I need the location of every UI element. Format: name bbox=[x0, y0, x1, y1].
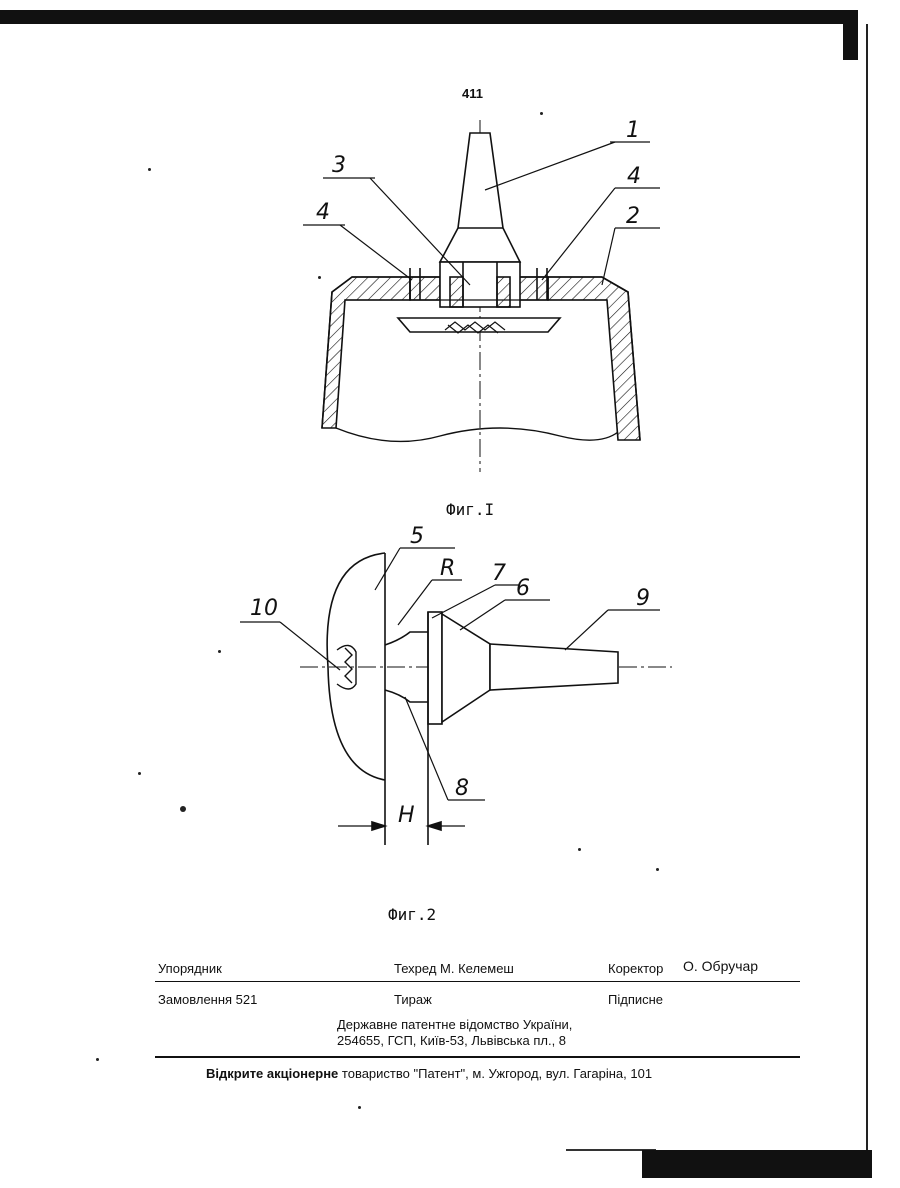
label-part-4-left: 4 bbox=[316, 200, 330, 225]
figure-2-caption: Фиг.2 bbox=[388, 905, 436, 924]
imprint-circulation: Тираж bbox=[394, 992, 432, 1007]
label-radius-R: R bbox=[440, 556, 455, 581]
imprint-order: Замовлення 521 bbox=[158, 992, 257, 1007]
imprint-printer-bold: Відкрите акціонерне bbox=[206, 1066, 338, 1081]
label-part-9: 9 bbox=[636, 586, 650, 611]
figure-1-caption: Фиг.I bbox=[446, 500, 494, 519]
scan-speck bbox=[578, 848, 581, 851]
imprint-printer: Відкрите акціонерне товариство "Патент",… bbox=[206, 1066, 652, 1081]
label-part-10: 10 bbox=[250, 596, 278, 621]
scan-speck bbox=[656, 868, 659, 871]
imprint-techred: Техред М. Келемеш bbox=[394, 961, 514, 976]
label-part-8: 8 bbox=[455, 776, 469, 801]
label-part-2: 2 bbox=[626, 204, 640, 229]
figure-1-drawing bbox=[303, 120, 660, 472]
label-part-5: 5 bbox=[410, 524, 424, 549]
imprint-corrector-name: О. Обручар bbox=[683, 958, 758, 974]
scan-speck bbox=[358, 1106, 361, 1109]
label-part-1: 1 bbox=[626, 118, 640, 143]
imprint-office-line1: Державне патентне відомство України, bbox=[337, 1017, 572, 1032]
label-part-6: 6 bbox=[516, 576, 530, 601]
scan-speck bbox=[138, 772, 141, 775]
label-part-4-right: 4 bbox=[627, 164, 641, 189]
imprint-printer-rest: товариство "Патент", м. Ужгород, вул. Га… bbox=[338, 1066, 652, 1081]
imprint-divider-bottom bbox=[155, 1056, 800, 1058]
scan-speck bbox=[540, 112, 543, 115]
scan-speck bbox=[180, 806, 186, 812]
imprint-office-line2: 254655, ГСП, Київ-53, Львівська пл., 8 bbox=[337, 1033, 566, 1048]
imprint-compiler: Упорядник bbox=[158, 961, 222, 976]
imprint-corrector-label: Коректор bbox=[608, 961, 663, 976]
scan-speck bbox=[218, 650, 221, 653]
scan-speck bbox=[148, 168, 151, 171]
scan-speck bbox=[96, 1058, 99, 1061]
imprint-divider-top bbox=[155, 981, 800, 982]
label-dimension-H: H bbox=[398, 803, 415, 828]
scan-speck bbox=[318, 276, 321, 279]
label-part-3: 3 bbox=[332, 153, 346, 178]
imprint-subscription: Підписне bbox=[608, 992, 663, 1007]
label-part-7: 7 bbox=[492, 561, 506, 586]
